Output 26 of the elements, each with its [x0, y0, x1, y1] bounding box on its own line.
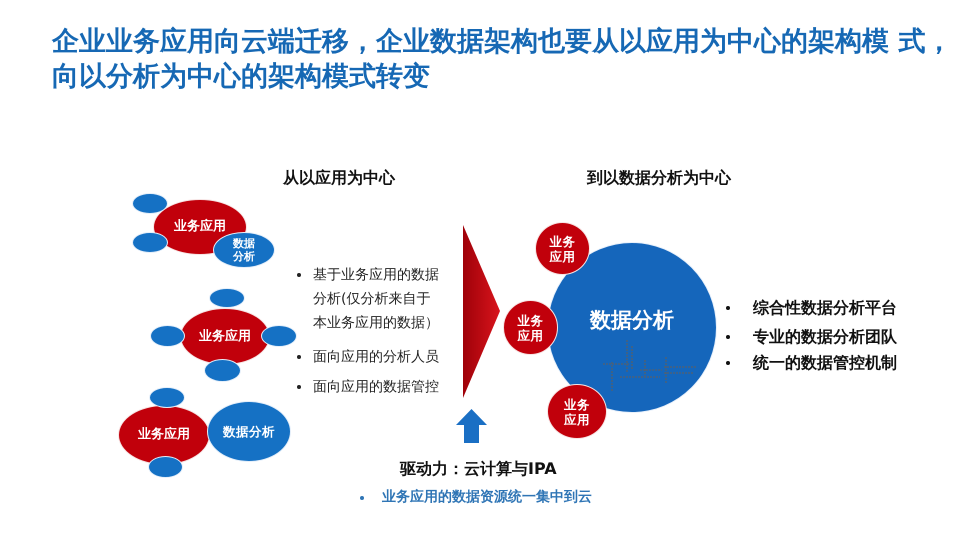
app-bubble: 业务应用: [547, 384, 607, 439]
small-bubble: [204, 359, 241, 382]
bullet-text: 专业的数据分析团队: [753, 327, 897, 347]
column-heading: 从以应用为中心: [283, 168, 395, 189]
bullet-text: 面向应用的分析人员: [313, 348, 440, 367]
app-bubble: 业务应用: [503, 300, 558, 355]
column-heading: 到以数据分析为中心: [587, 168, 731, 189]
small-bubble: [209, 288, 245, 308]
app-bubble: 业务应用: [118, 405, 210, 465]
small-bubble: [150, 325, 185, 347]
analysis-bubble: 数据分析: [207, 401, 291, 462]
bullet-text: 综合性数据分析平台: [753, 298, 897, 318]
analysis-bubble: 数据分析: [213, 232, 275, 268]
app-bubble: 业务应用: [180, 308, 270, 365]
small-bubble: [132, 232, 168, 253]
title-text: 企业业务应用向云端迁移，企业数据架构也要从以应用为中心的架构模 式，向以分析为中心的架构模式转变: [52, 25, 954, 94]
small-bubble: [261, 325, 297, 347]
small-bubble: [149, 387, 185, 408]
bullet-text: 业务应用的数据资源统一集中到云: [382, 488, 592, 506]
driver-text: 驱动力：云计算与IPA: [400, 459, 557, 479]
bullet-text: 统一的数据管控机制: [753, 353, 897, 373]
bullet-text: 基于业务应用的数据分析(仅分析来自于本业务应用的数据）: [313, 266, 440, 333]
bullet-text: 面向应用的数据管控: [313, 378, 440, 397]
app-bubble: 业务应用: [535, 222, 590, 275]
small-bubble: [148, 456, 183, 478]
small-bubble: [132, 193, 168, 214]
